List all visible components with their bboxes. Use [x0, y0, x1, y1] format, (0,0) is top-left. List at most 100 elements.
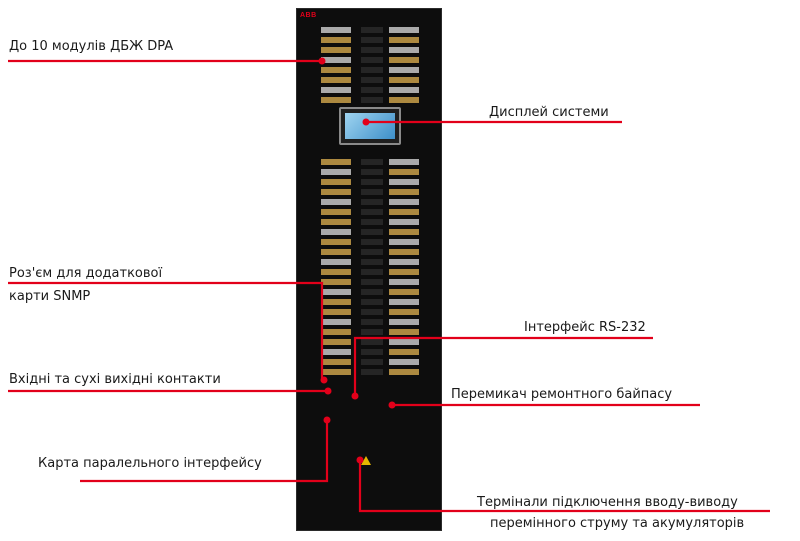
module-slot — [389, 359, 419, 365]
module-slot — [321, 169, 351, 175]
module-slot — [361, 37, 383, 43]
module-slot — [361, 369, 383, 375]
module-slot — [361, 47, 383, 53]
module-slot — [321, 239, 351, 245]
module-slot — [361, 219, 383, 225]
module-slot — [361, 189, 383, 195]
module-slot — [389, 279, 419, 285]
module-slot — [361, 199, 383, 205]
module-slot — [321, 359, 351, 365]
module-slot — [361, 309, 383, 315]
module-slot — [389, 229, 419, 235]
module-slot — [321, 199, 351, 205]
module-slot — [361, 239, 383, 245]
module-slot — [389, 259, 419, 265]
module-slot — [321, 339, 351, 345]
label-terminals-line1: Термінали підключення вводу-виводу — [477, 495, 738, 510]
dot-rs232 — [351, 392, 359, 400]
line-parallel — [80, 420, 329, 483]
module-slot — [389, 349, 419, 355]
module-slot — [321, 77, 351, 83]
module-slot — [389, 339, 419, 345]
module-slot — [389, 189, 419, 195]
label-terminals-line2: перемінного струму та акумуляторів — [490, 516, 745, 531]
line-snmp — [8, 281, 324, 380]
module-slot — [361, 179, 383, 185]
module-slot — [361, 339, 383, 345]
module-slot — [321, 37, 351, 43]
module-slot — [361, 349, 383, 355]
abb-logo: ABB — [300, 12, 317, 19]
display-glass — [345, 113, 395, 139]
module-slot — [321, 259, 351, 265]
module-slot — [321, 87, 351, 93]
module-slot — [389, 299, 419, 305]
module-slot — [321, 229, 351, 235]
module-slot — [389, 239, 419, 245]
label-snmp-line2: карти SNMP — [9, 289, 91, 304]
module-slot — [321, 349, 351, 355]
module-slot — [361, 27, 383, 33]
dot-dry-contacts — [324, 387, 332, 395]
module-slot — [321, 189, 351, 195]
label-system-display: Дисплей системи — [489, 105, 609, 120]
line-rs232 — [353, 336, 653, 395]
module-slot — [389, 67, 419, 73]
module-slot — [389, 329, 419, 335]
label-maintenance-bypass: Перемикач ремонтного байпасу — [451, 387, 673, 402]
module-slot — [321, 219, 351, 225]
module-slot — [361, 159, 383, 165]
module-slot — [321, 209, 351, 215]
module-slot — [321, 159, 351, 165]
module-slot — [389, 249, 419, 255]
module-slot — [361, 359, 383, 365]
dot-snmp — [320, 376, 328, 384]
module-slot — [389, 199, 419, 205]
module-slot — [321, 369, 351, 375]
module-slot — [321, 97, 351, 103]
dot-dpa-modules — [318, 57, 326, 65]
module-slot — [389, 209, 419, 215]
module-slot — [389, 77, 419, 83]
module-slot — [361, 299, 383, 305]
label-dry-contacts: Вхідні та сухі вихідні контакти — [9, 372, 221, 387]
dot-bypass — [388, 401, 396, 409]
module-slot — [389, 57, 419, 63]
dot-system-display — [362, 118, 370, 126]
module-slot — [389, 319, 419, 325]
module-slot — [321, 309, 351, 315]
module-slot — [361, 169, 383, 175]
dot-terminals — [356, 456, 364, 464]
module-slot — [321, 299, 351, 305]
module-slot — [321, 27, 351, 33]
module-slot — [361, 67, 383, 73]
module-slot — [389, 37, 419, 43]
module-slot — [321, 57, 351, 63]
module-slot — [321, 279, 351, 285]
module-slot — [361, 269, 383, 275]
module-slot — [361, 329, 383, 335]
label-rs232: Інтерфейс RS-232 — [524, 320, 646, 335]
module-slot — [321, 269, 351, 275]
module-slot — [361, 289, 383, 295]
label-dpa-modules: До 10 модулів ДБЖ DPA — [9, 39, 174, 54]
module-slot — [321, 249, 351, 255]
module-slot — [321, 319, 351, 325]
module-slot — [361, 259, 383, 265]
module-slot — [389, 269, 419, 275]
module-slot — [321, 289, 351, 295]
module-slot — [321, 329, 351, 335]
module-slot — [321, 47, 351, 53]
module-slot — [389, 179, 419, 185]
module-slot — [361, 77, 383, 83]
module-slot — [389, 27, 419, 33]
module-slot — [361, 87, 383, 93]
module-slot — [389, 309, 419, 315]
module-slot — [361, 57, 383, 63]
warning-icon — [361, 456, 371, 465]
module-slot — [389, 219, 419, 225]
module-slot — [321, 67, 351, 73]
module-slot — [361, 209, 383, 215]
module-slot — [389, 169, 419, 175]
